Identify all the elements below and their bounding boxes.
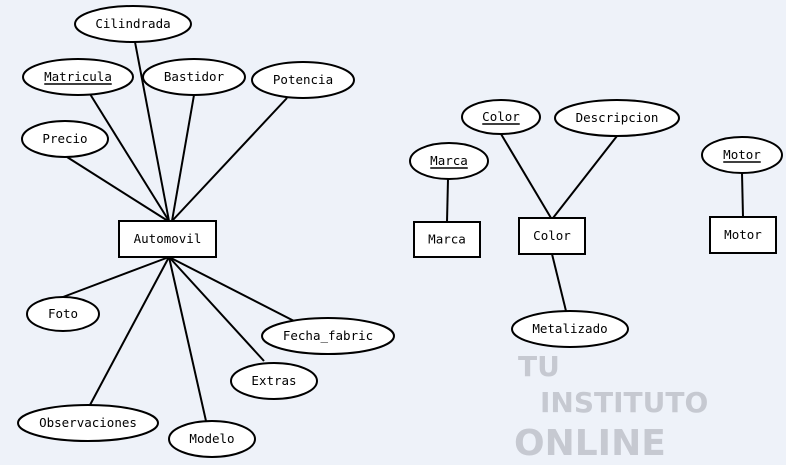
attribute-label: Color [482, 109, 520, 124]
relationship-line [62, 256, 170, 298]
attribute-ellipse [251, 61, 355, 99]
attribute-label: Motor [723, 147, 761, 162]
relationship-line [168, 256, 265, 362]
attribute-label: Precio [42, 131, 87, 146]
attribute-ellipse [409, 142, 489, 180]
attribute-ellipse [701, 136, 783, 174]
attribute-descripcion[interactable]: Descripcion [554, 99, 680, 137]
watermark-line-2: INSTITUTO [540, 386, 708, 419]
entity-box [118, 220, 217, 258]
entity-box [413, 221, 481, 258]
entity-label: Marca [428, 232, 466, 247]
relationship-line [171, 97, 288, 222]
entity-automovil[interactable]: Automovil [118, 220, 217, 258]
entity-motor[interactable]: Motor [709, 216, 777, 254]
attribute-label: Extras [251, 373, 296, 388]
attribute-label: Potencia [273, 72, 333, 87]
attribute-ellipse [74, 5, 192, 43]
relationship-line [500, 133, 552, 219]
relationship-line [552, 135, 618, 219]
attribute-marca[interactable]: Marca [409, 142, 489, 180]
attribute-label: Modelo [189, 431, 234, 446]
attribute-modelo[interactable]: Modelo [168, 420, 256, 458]
attribute-potencia[interactable]: Potencia [251, 61, 355, 99]
entity-label: Color [533, 228, 571, 243]
attribute-ellipse [230, 362, 318, 400]
attribute-ellipse [554, 99, 680, 137]
entity-marca[interactable]: Marca [413, 221, 481, 258]
attribute-matricula[interactable]: Matricula [22, 58, 134, 96]
watermark-line-3: ONLINE [514, 423, 666, 464]
watermark: TU INSTITUTO ONLINE [514, 350, 708, 464]
entity-color[interactable]: Color [518, 217, 586, 255]
attribute-label: Foto [48, 306, 78, 321]
attribute-bastidor[interactable]: Bastidor [142, 58, 246, 96]
attribute-precio[interactable]: Precio [21, 120, 109, 158]
attribute-observaciones[interactable]: Observaciones [17, 404, 159, 442]
attribute-ellipse [17, 404, 159, 442]
attribute-color[interactable]: Color [461, 99, 541, 135]
attribute-ellipse [261, 317, 395, 355]
attribute-foto[interactable]: Foto [26, 296, 100, 332]
relationship-line [89, 93, 170, 222]
relationship-line [89, 256, 170, 406]
attribute-ellipse [26, 296, 100, 332]
relationship-line [741, 172, 744, 218]
attribute-ellipse [21, 120, 109, 158]
attribute-metalizado[interactable]: Metalizado [511, 310, 629, 348]
attribute-label: Fecha_fabric [283, 328, 373, 343]
relationship-line [168, 256, 207, 422]
attribute-ellipse [168, 420, 256, 458]
entity-box [518, 217, 586, 255]
attribute-ellipse [511, 310, 629, 348]
attribute-label: Descripcion [576, 110, 659, 125]
relationship-line [171, 94, 195, 222]
attribute-ellipse [22, 58, 134, 96]
relationship-line [551, 253, 567, 312]
attribute-extras[interactable]: Extras [230, 362, 318, 400]
relationship-line [66, 156, 169, 222]
relationship-line [446, 178, 449, 223]
relationship-line [134, 41, 170, 222]
attribute-motor[interactable]: Motor [701, 136, 783, 174]
attribute-label: Matricula [44, 69, 112, 84]
attribute-label: Metalizado [532, 321, 607, 336]
entity-label: Automovil [134, 231, 202, 246]
entity-box [709, 216, 777, 254]
watermark-line-1: TU [518, 350, 560, 383]
attribute-label: Marca [430, 153, 468, 168]
relationship-line [168, 256, 297, 323]
attribute-ellipse [142, 58, 246, 96]
attribute-ellipse [461, 99, 541, 135]
attribute-fecha-fabric[interactable]: Fecha_fabric [261, 317, 395, 355]
attribute-label: Observaciones [39, 415, 137, 430]
attribute-label: Bastidor [164, 69, 225, 84]
attribute-cilindrada[interactable]: Cilindrada [74, 5, 192, 43]
entity-label: Motor [724, 227, 762, 242]
attribute-label: Cilindrada [95, 16, 170, 31]
